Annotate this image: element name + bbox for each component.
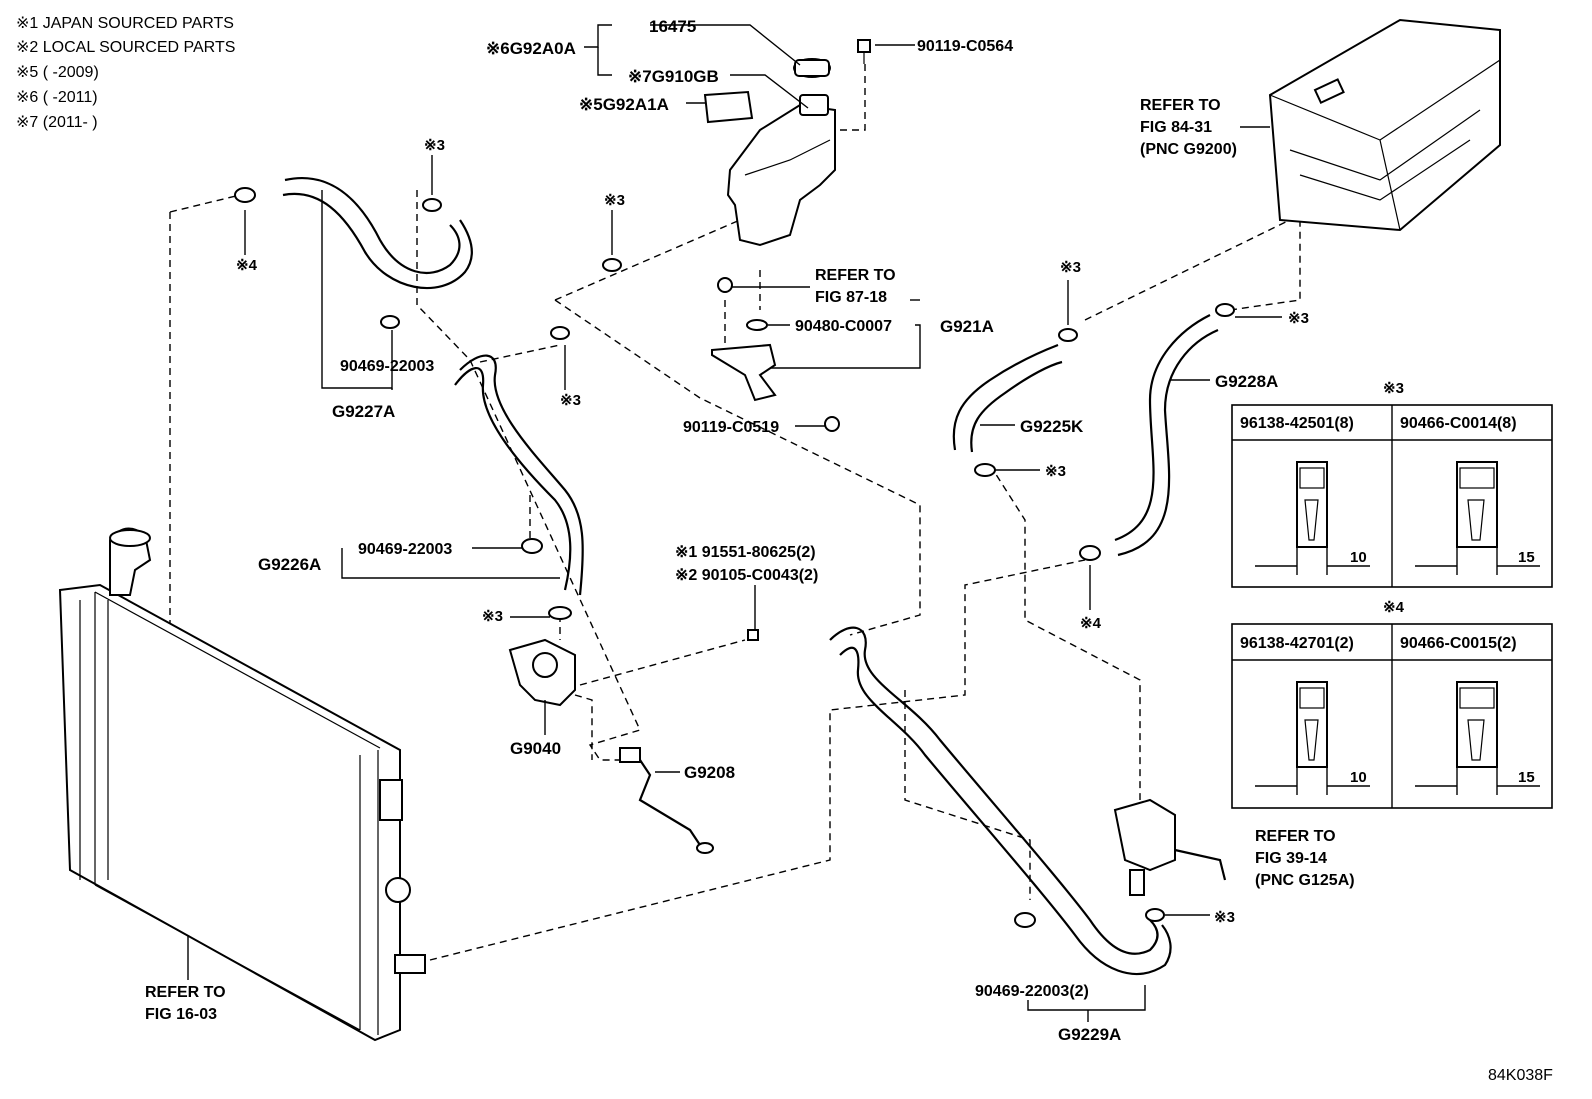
heater-core	[1113, 798, 1227, 896]
legend-line-2: ※2 LOCAL SOURCED PARTS	[16, 39, 235, 56]
legend: ※1 JAPAN SOURCED PARTS ※2 LOCAL SOURCED …	[16, 15, 235, 131]
label-g9229a: G9229A	[1058, 1025, 1121, 1044]
refer-3914-2: FIG 39-14	[1255, 850, 1327, 867]
clamp-table-3: ※3 96138-42501(8) 90466-C0014(8) 10 15	[1231, 380, 1553, 588]
clamp-drawing	[1255, 681, 1370, 795]
ref3-note: ※3	[424, 137, 445, 154]
label-g92a0a: ※6G92A0A	[486, 39, 576, 58]
refer-8718-1: REFER TO	[815, 267, 896, 284]
label-g910gb: ※7G910GB	[628, 67, 719, 86]
water-pump	[508, 629, 759, 707]
legend-line-4: ※6 ( -2011)	[16, 89, 98, 106]
table3-header-2: 90466-C0014(8)	[1400, 415, 1517, 432]
legend-line-5: ※7 (2011- )	[16, 114, 98, 131]
ref4-note: ※4	[236, 257, 258, 274]
label-16475: 16475	[649, 17, 696, 36]
clamp-table-4: ※4 96138-42701(2) 90466-C0015(2) 10 15	[1231, 599, 1553, 809]
label-90119-c0564: 90119-C0564	[917, 38, 1013, 55]
table4-dim-2: 15	[1518, 769, 1535, 786]
bracket	[711, 277, 840, 432]
label-90469-22003-c: 90469-22003(2)	[975, 983, 1089, 1000]
refer-3914-1: REFER TO	[1255, 828, 1336, 845]
label-90469-22003-b: 90469-22003	[358, 541, 452, 558]
label-g921a: G921A	[940, 317, 994, 336]
ref3-note: ※3	[604, 192, 625, 209]
label-g9227a: G9227A	[332, 402, 395, 421]
label-g9040: G9040	[510, 739, 561, 758]
reservoir-tank	[703, 39, 871, 247]
label-90119-c0519: 90119-C0519	[683, 419, 779, 436]
part-labels: 16475 ※6G92A0A ※7G910GB ※5G92A1A 90119-C…	[145, 17, 1355, 1044]
ref3-note: ※3	[1214, 909, 1235, 926]
legend-line-1: ※1 JAPAN SOURCED PARTS	[16, 15, 234, 32]
hoses	[282, 177, 1219, 975]
label-g92a1a: ※5G92A1A	[579, 95, 669, 114]
label-bolt-japan: ※1 91551-80625(2)	[675, 544, 816, 561]
label-g9208: G9208	[684, 763, 735, 782]
table3-dim-2: 15	[1518, 549, 1535, 566]
table4-dim-1: 10	[1350, 769, 1367, 786]
refer-3914-3: (PNC G125A)	[1255, 872, 1355, 889]
refer-1603-2: FIG 16-03	[145, 1006, 217, 1023]
table3-dim-1: 10	[1350, 549, 1367, 566]
label-g9228a: G9228A	[1215, 372, 1278, 391]
refer-inverter-2: FIG 84-31	[1140, 119, 1212, 136]
radiator	[58, 527, 426, 1042]
label-g9225k: G9225K	[1020, 417, 1084, 436]
table4-title: ※4	[1383, 599, 1405, 616]
inverter	[1268, 18, 1501, 232]
ref3-note: ※3	[1045, 463, 1066, 480]
refer-inverter-1: REFER TO	[1140, 97, 1221, 114]
label-bolt-local: ※2 90105-C0043(2)	[675, 567, 818, 584]
refer-inverter-3: (PNC G9200)	[1140, 141, 1237, 158]
hose-clamps	[234, 187, 1235, 928]
ref3-note: ※3	[482, 608, 503, 625]
table3-title: ※3	[1383, 380, 1404, 397]
label-g9226a: G9226A	[258, 555, 321, 574]
table4-header-1: 96138-42701(2)	[1240, 635, 1354, 652]
ref4-note: ※4	[1080, 615, 1102, 632]
leader-lines	[187, 24, 1282, 1022]
refer-1603-1: REFER TO	[145, 984, 226, 1001]
table4-header-2: 90466-C0015(2)	[1400, 635, 1517, 652]
clamp-drawing	[1255, 461, 1370, 575]
diagram-code: 84K038F	[1488, 1067, 1553, 1084]
ref3-note: ※3	[1288, 310, 1309, 327]
legend-line-3: ※5 ( -2009)	[16, 64, 99, 81]
label-90469-22003-a: 90469-22003	[340, 358, 434, 375]
table3-header-1: 96138-42501(8)	[1240, 415, 1354, 432]
ref3-note: ※3	[560, 392, 581, 409]
refer-8718-2: FIG 87-18	[815, 289, 887, 306]
clamp-drawing	[1415, 681, 1540, 795]
ref3-note: ※3	[1060, 259, 1081, 276]
clamp-drawing	[1415, 461, 1540, 575]
sensor	[619, 747, 714, 854]
label-90480-c0007: 90480-C0007	[795, 318, 892, 335]
